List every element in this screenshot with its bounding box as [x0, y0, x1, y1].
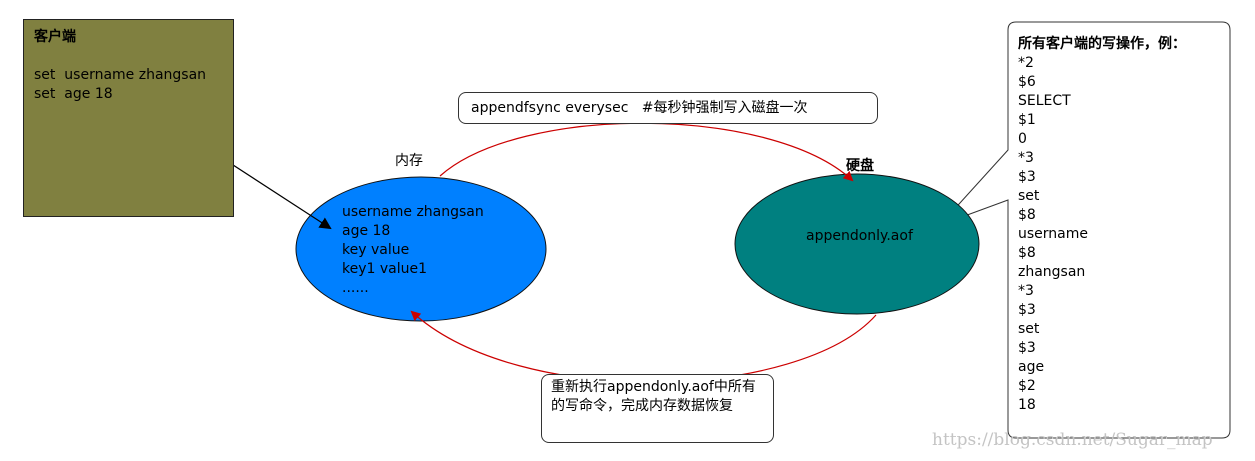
write-op-line: set: [1018, 321, 1040, 337]
write-op-line: zhangsan: [1018, 264, 1086, 280]
write-ops-title: 所有客户端的写操作，例：: [1018, 36, 1186, 52]
write-op-line: $3: [1018, 302, 1036, 318]
write-op-line: $3: [1018, 169, 1036, 185]
restore-arrow: [410, 310, 877, 383]
memory-entry: key1 value1: [342, 261, 428, 277]
memory-entry: key value: [342, 242, 410, 258]
watermark: https://blog.csdn.net/Sugar_map: [932, 430, 1213, 450]
write-op-line: $8: [1018, 245, 1036, 261]
aof-filename: appendonly.aof: [806, 228, 913, 244]
memory-contents: username zhangsan age 18 key value key1 …: [342, 203, 484, 298]
write-op-line: *3: [1018, 283, 1034, 299]
memory-entry: username zhangsan: [342, 204, 484, 220]
restore-callout: 重新执行appendonly.aof中所有的写命令，完成内存数据恢复: [541, 374, 774, 443]
appendfsync-callout: appendfsync everysec #每秒钟强制写入磁盘一次: [458, 92, 878, 124]
client-title: 客户端: [34, 29, 76, 45]
client-box: 客户端 set username zhangsan set age 18: [23, 19, 234, 217]
write-op-line: *3: [1018, 150, 1034, 166]
client-command: set age 18: [34, 86, 113, 102]
write-op-line: username: [1018, 226, 1088, 242]
write-op-line: $3: [1018, 340, 1036, 356]
write-op-line: set: [1018, 188, 1040, 204]
write-op-line: SELECT: [1018, 93, 1071, 109]
write-ops-list: 所有客户端的写操作，例： *2 $6 SELECT $1 0 *3 $3 set…: [1018, 35, 1186, 415]
write-op-line: 0: [1018, 131, 1027, 147]
client-command: set username zhangsan: [34, 67, 207, 83]
sync-arrow: [439, 122, 854, 182]
disk-ellipse: [734, 173, 980, 315]
write-op-line: age: [1018, 359, 1045, 375]
memory-entry: ......: [342, 280, 369, 296]
disk-label: 硬盘: [846, 158, 874, 174]
write-op-line: 18: [1018, 397, 1036, 413]
memory-entry: age 18: [342, 223, 391, 239]
write-op-line: $6: [1018, 74, 1036, 90]
write-op-line: $2: [1018, 378, 1036, 394]
write-op-line: $8: [1018, 207, 1036, 223]
write-op-line: $1: [1018, 112, 1036, 128]
memory-label: 内存: [395, 153, 423, 169]
ops-callout-box: [939, 21, 1231, 439]
write-op-line: *2: [1018, 55, 1034, 71]
